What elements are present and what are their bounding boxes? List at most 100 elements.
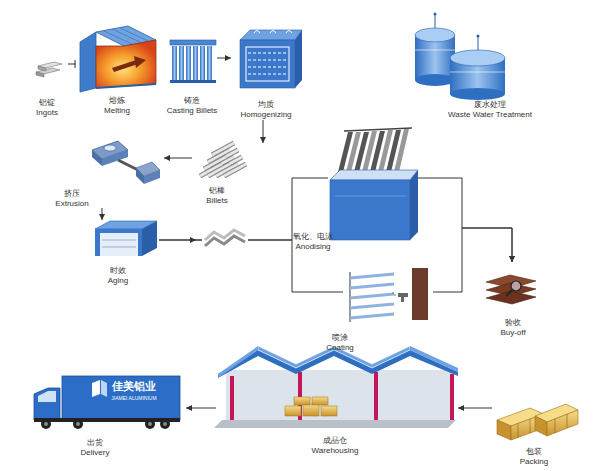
melting-furnace-art <box>120 28 148 41</box>
process-step: 成品仓 Warehousing <box>216 346 458 458</box>
homogenizing-furnace-art <box>248 60 287 61</box>
step-name-cn: 均质 <box>258 100 274 109</box>
truck-art <box>163 422 167 426</box>
step-name-en: Casting Billets <box>167 106 218 116</box>
step-name-en: Billets <box>206 196 227 206</box>
warehouse-art <box>312 397 328 405</box>
warehouse-art <box>321 406 337 416</box>
waste-water-tanks-art <box>415 50 455 51</box>
coating-rack-art <box>398 293 408 297</box>
anodising-tank-art <box>344 128 412 131</box>
warehouse-art <box>230 376 234 420</box>
coating-rack-art <box>392 292 394 294</box>
casting-art <box>172 46 177 80</box>
step-name-en: Waste Water Treatment <box>448 110 532 120</box>
extruded-profiles-art <box>205 236 245 246</box>
arrow-head <box>164 155 170 161</box>
flow-connector <box>418 178 515 262</box>
truck-art <box>145 419 155 429</box>
anodising-tank-art <box>334 196 406 197</box>
anodising-tank-art <box>330 170 418 180</box>
melting-furnace-art <box>96 40 156 88</box>
step-name-cn: 铸造 <box>184 96 200 105</box>
truck-art <box>101 380 107 397</box>
anodising-tank-art <box>394 129 409 172</box>
coating-rack-art <box>350 274 394 278</box>
melting-furnace-art <box>80 26 156 92</box>
step-name-en: Warehousing <box>312 446 359 456</box>
packing-art <box>535 416 547 436</box>
extrusion-press-art <box>92 150 102 166</box>
flow-connector <box>68 64 76 65</box>
homogenizing-furnace-art <box>240 40 295 88</box>
truck-art <box>34 376 180 429</box>
step-name-cn: 熔炼 <box>109 96 125 105</box>
arrow-head <box>186 405 192 411</box>
extrusion-press-art <box>92 141 160 184</box>
waste-water-tanks-art <box>450 88 505 100</box>
coating-rack-art <box>401 297 404 302</box>
step-label: 均质 Homogenizing <box>240 100 291 120</box>
step-name-en: Melting <box>104 106 130 116</box>
step-label: 铝锭 Ingots <box>36 98 58 118</box>
aging-oven-art <box>102 247 136 248</box>
company-logo-subtext: JIAMEI ALUMINIUM <box>111 395 156 402</box>
step-label: 时效 Aging <box>108 266 128 286</box>
company-logo-text: 佳美铝业 <box>112 380 156 393</box>
coating-rack-art <box>350 284 394 288</box>
step-label: 出货 Delivery <box>81 438 110 458</box>
waste-water-tanks-art <box>450 50 505 66</box>
process-step: 验收 Buy-off <box>482 262 542 344</box>
step-label: 包装 Packing <box>520 447 548 467</box>
homogenizing-furnace-art <box>240 30 302 88</box>
buy-off-art <box>506 290 512 296</box>
step-label: 挤压 Extrusion <box>55 189 88 209</box>
extrusion-press-art <box>136 168 144 184</box>
homogenizing-furnace-art <box>248 74 287 75</box>
coating-rack-art <box>350 304 394 308</box>
step-name-cn: 挤压 <box>64 189 80 198</box>
step-name-cn: 喷涂 <box>332 333 348 342</box>
step-name-cn: 废水处理 <box>474 100 506 109</box>
truck-art <box>34 418 180 422</box>
truck-art <box>62 376 180 420</box>
step-name-cn: 氧化、电泳 <box>293 232 333 241</box>
packing-art <box>497 420 511 440</box>
casting-art <box>170 40 216 83</box>
process-step: 包装 Packing <box>492 396 580 466</box>
arrow-head <box>260 137 266 143</box>
melting-furnace-art <box>104 31 132 44</box>
truck-art <box>73 419 83 429</box>
waste-water-tanks-art <box>450 72 505 73</box>
step-label: 铸造 Casting Billets <box>167 96 218 116</box>
anodising-tank-art <box>330 128 418 240</box>
process-step: 铝锭 Ingots <box>30 56 68 120</box>
step-label: 熔炼 Melting <box>104 96 130 116</box>
step-name-en: Anodising <box>293 242 333 252</box>
process-step: 喷涂 Coating <box>343 266 433 324</box>
coating-rack-art <box>412 268 428 320</box>
arrow-head <box>458 405 464 411</box>
warehouse-art <box>214 420 456 428</box>
ingots-art <box>36 60 75 77</box>
warehouse-art <box>226 370 454 420</box>
extrusion-press-art <box>104 145 116 151</box>
billets-art <box>200 143 246 176</box>
flow-line <box>159 240 343 292</box>
homogenizing-furnace-art <box>246 47 289 81</box>
ingots-art <box>36 72 44 77</box>
process-step: 挤压 Extrusion <box>56 136 164 208</box>
packing-art <box>497 404 578 440</box>
process-step: 熔炼 Melting <box>76 24 158 120</box>
truck-art <box>76 422 80 426</box>
warehouse-art <box>410 346 458 372</box>
melting-furnace-art <box>134 56 146 68</box>
process-step: 铸造 Casting Billets <box>167 36 217 120</box>
truck-art <box>41 419 51 429</box>
arrow-head <box>509 256 515 262</box>
coating-rack-art <box>350 268 428 322</box>
flow-line <box>418 178 512 262</box>
truck-art <box>92 380 100 397</box>
truck-art <box>148 422 152 426</box>
homogenizing-furnace-art <box>295 30 302 88</box>
